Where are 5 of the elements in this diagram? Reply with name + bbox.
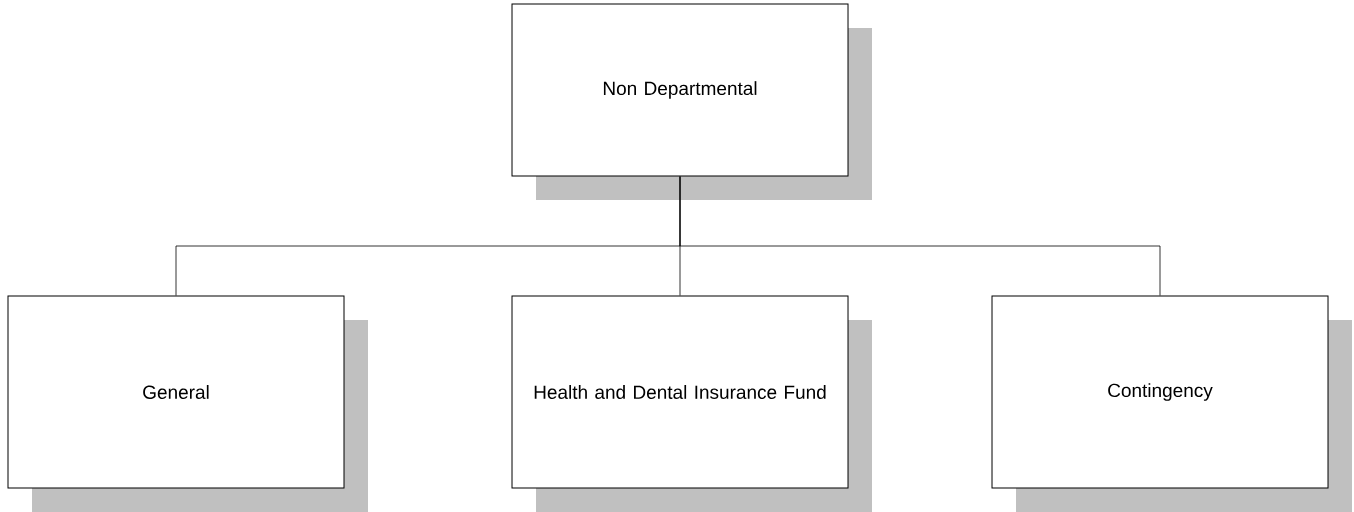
- org-box: Non Departmental: [511, 3, 872, 200]
- org-box: Contingency: [991, 295, 1352, 512]
- org-box: Health and Dental Insurance Fund: [511, 295, 872, 512]
- org-box: General: [7, 295, 368, 512]
- connector-line: [679, 176, 1161, 296]
